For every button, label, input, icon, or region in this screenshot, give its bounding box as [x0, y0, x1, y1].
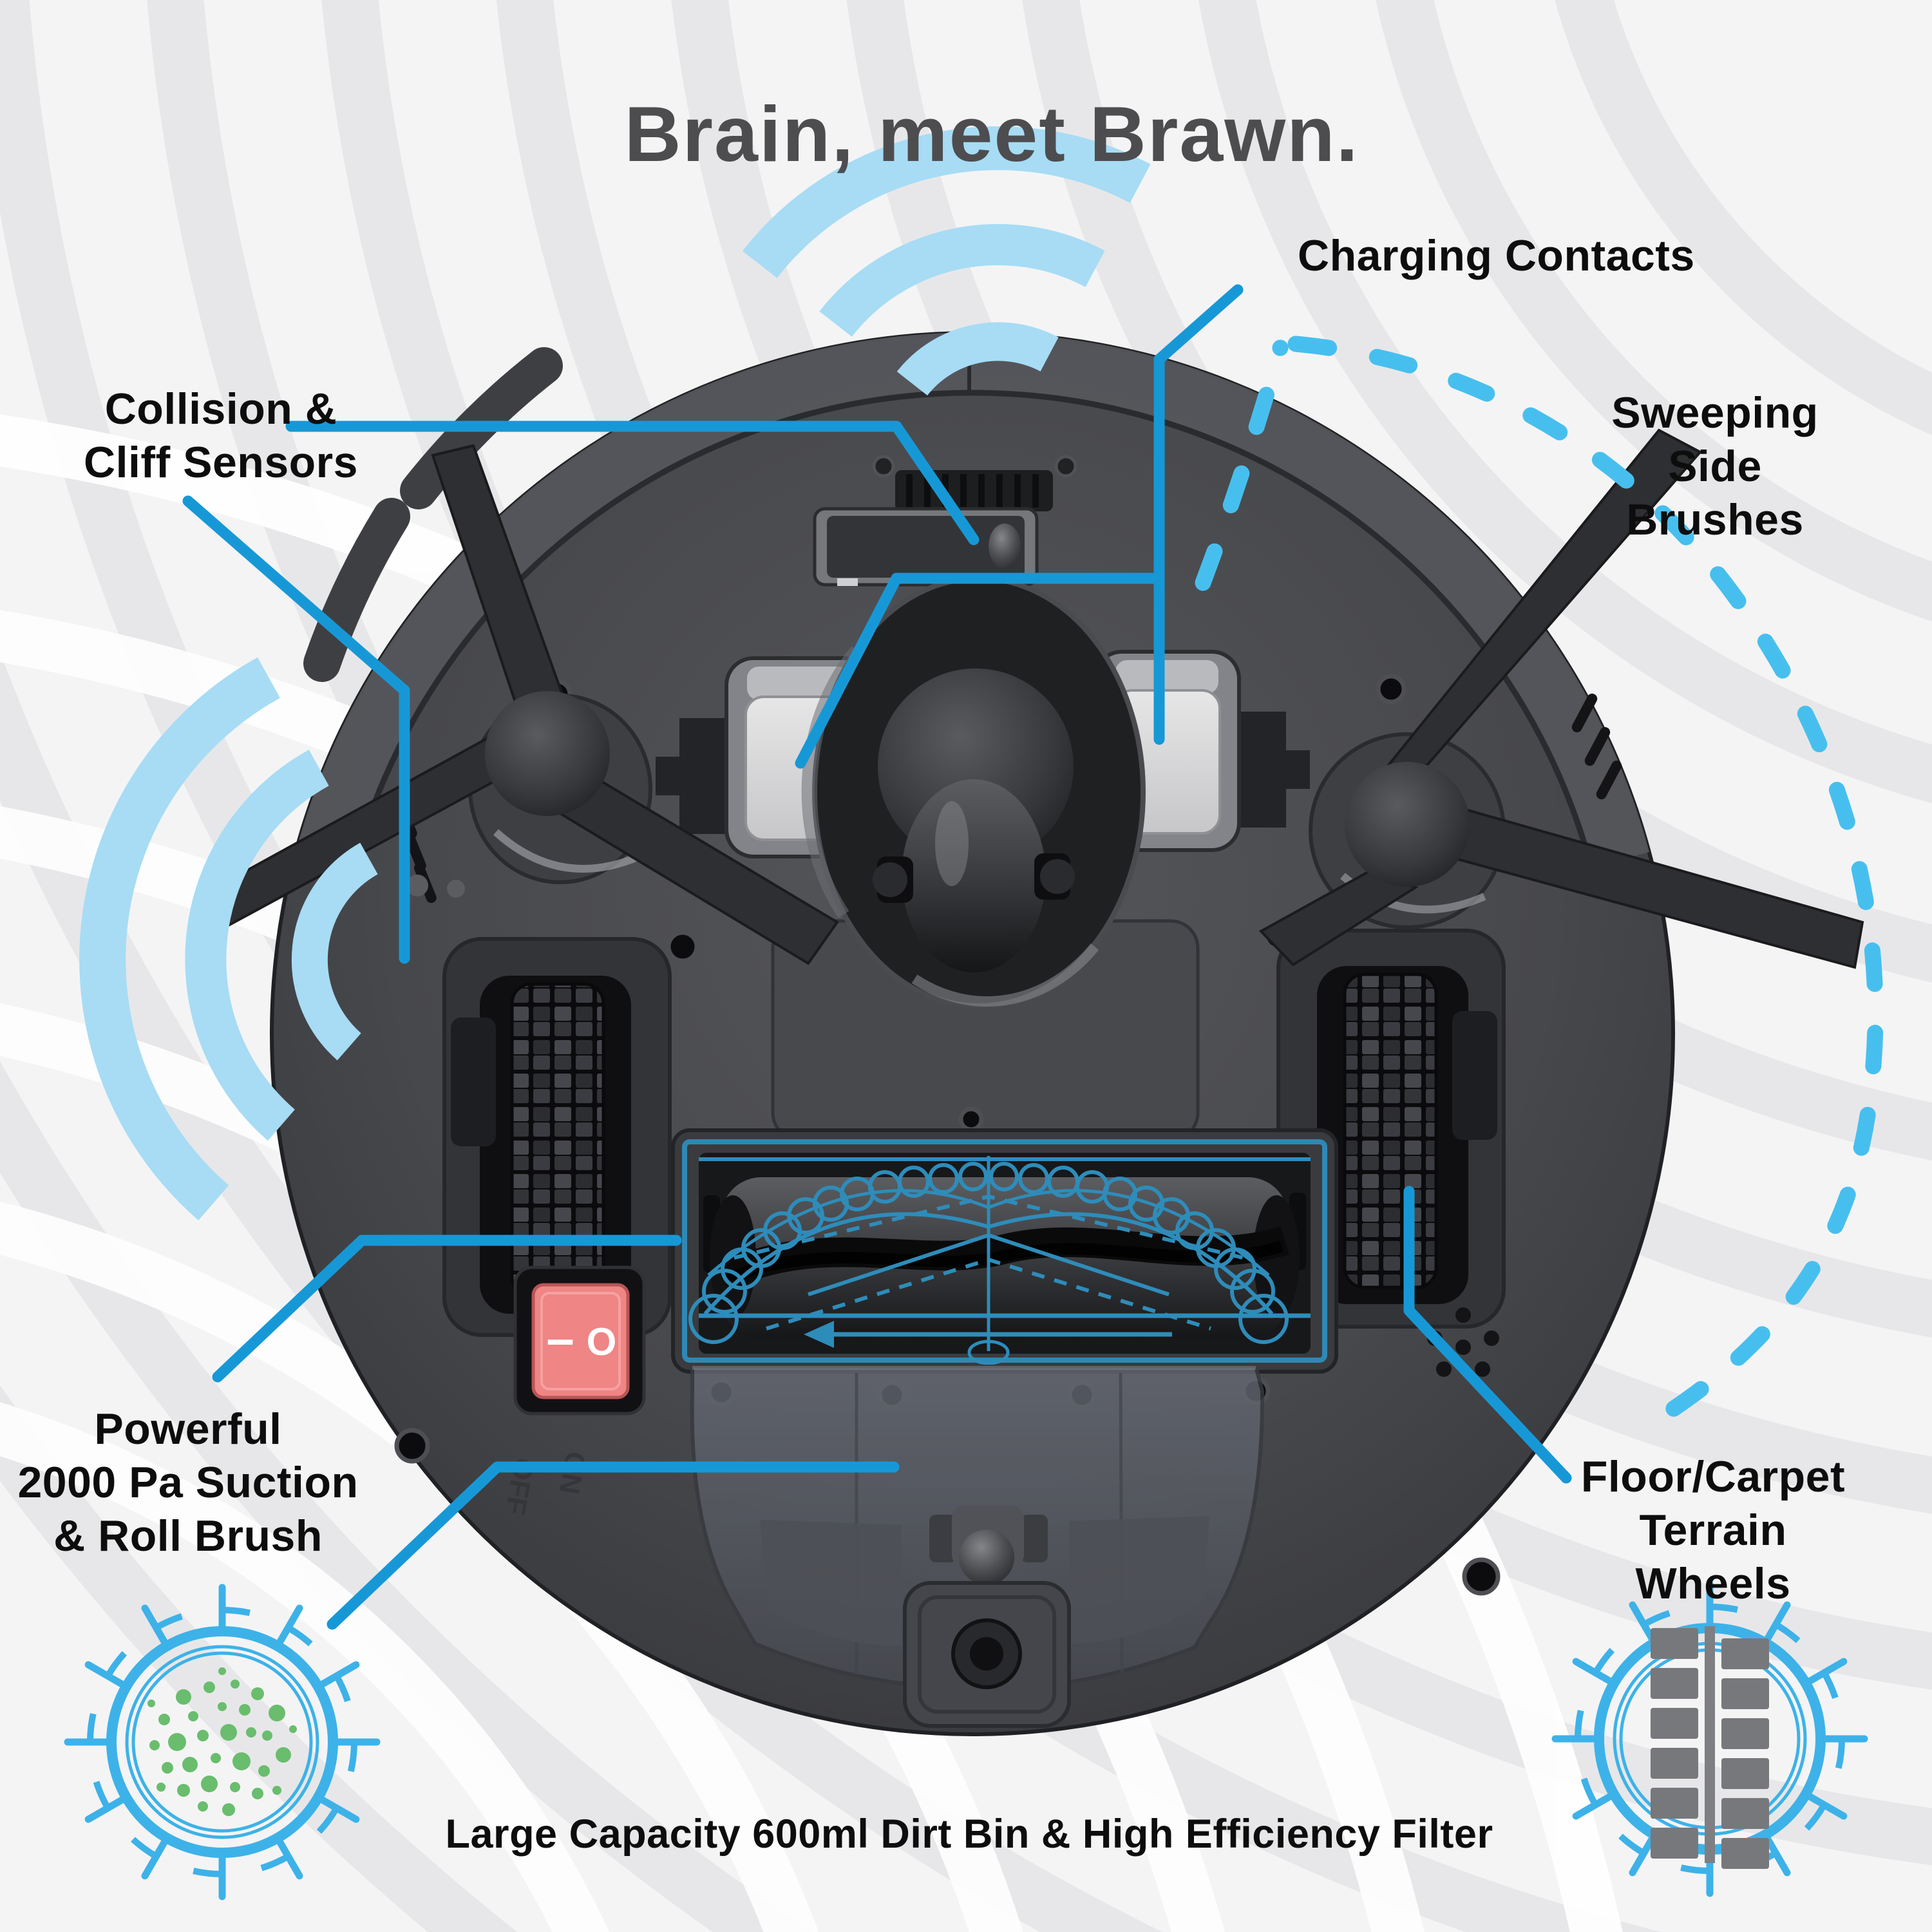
screw: [1054, 455, 1077, 478]
bottom-caption: Large Capacity 600ml Dirt Bin & High Eff…: [445, 1812, 1493, 1857]
bin-latch[interactable]: [903, 1506, 1071, 1728]
caster-wheel: [801, 576, 1146, 1009]
switch-on-symbol: –: [546, 1310, 574, 1367]
vent-grille: [895, 470, 1053, 511]
label-terrain-wheels: Floor/Carpet Terrain Wheels: [1580, 1452, 1846, 1608]
pin: [447, 880, 465, 898]
wifi-signal-icon-top: [742, 126, 1151, 396]
dust-bin-door[interactable]: [690, 1365, 1265, 1728]
callout-line-suction: [212, 1235, 682, 1383]
callout-line-dirtbin: [327, 1461, 900, 1630]
airflow-overlay: [682, 1139, 1327, 1365]
callout-lines: [182, 284, 1572, 1630]
power-switch[interactable]: – O: [513, 1265, 646, 1416]
body-cutouts: [656, 712, 1310, 834]
wifi-signal-icon-left: [79, 657, 379, 1220]
dashed-sweep-arc-icon: [1195, 336, 1884, 1428]
pin: [406, 875, 428, 896]
robot-underside: – O ON OFF: [209, 331, 1864, 1736]
switch-on-embossed: ON: [553, 1449, 592, 1497]
bumper-seam: [350, 390, 1595, 869]
side-brush-right: [1258, 428, 1864, 969]
high-efficiency-filter-icon: [64, 1584, 381, 1900]
callout-line-charging: [1153, 284, 1244, 745]
screw: [872, 455, 895, 478]
terrain-wheel-tread-icon: [1551, 1580, 1868, 1897]
wheel-tread-glyph: [1651, 1626, 1769, 1869]
side-brush-left: [209, 444, 839, 965]
switch-off-symbol: O: [587, 1320, 617, 1363]
bump-sensor-window: [813, 507, 1039, 587]
label-suction-roll-brush: Powerful 2000 Pa Suction & Roll Brush: [17, 1405, 359, 1560]
label-sweeping-side-brushes: Sweeping Side Brushes: [1611, 388, 1819, 544]
roll-brush-chamber: [671, 1128, 1338, 1374]
callout-line-collision-side: [182, 495, 410, 964]
page-title: Brain, meet Brawn.: [624, 90, 1359, 178]
label-charging-contacts: Charging Contacts: [1298, 231, 1695, 280]
callout-line-charging-branch: [795, 573, 1165, 769]
callout-line-wheels: [1403, 1186, 1572, 1484]
front-bumper: [296, 332, 1649, 867]
callout-line-collision-top: [285, 421, 980, 545]
filter-particles: [147, 1667, 297, 1816]
label-collision-cliff-sensors: Collision & Cliff Sensors: [84, 384, 358, 487]
